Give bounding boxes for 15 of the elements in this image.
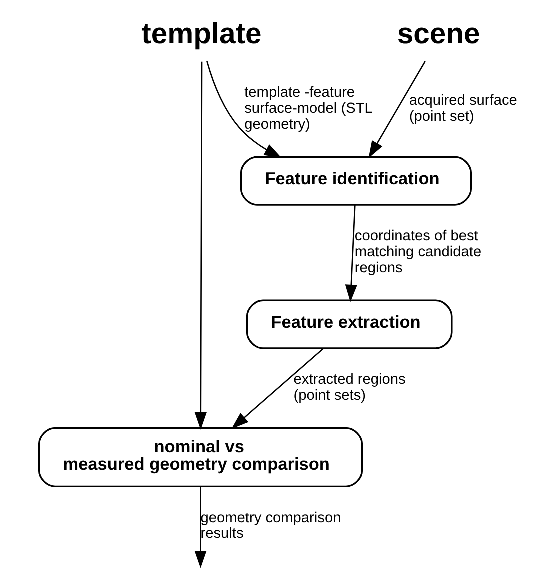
arrow [206, 61, 282, 158]
arrow [344, 204, 357, 302]
node-box: nominal vs measured geometry comparison [38, 427, 363, 488]
edge-label: extracted regions (point sets) [293, 372, 406, 404]
edge-label: acquired surface (point set) [408, 93, 517, 125]
arrow [194, 62, 206, 430]
arrow [231, 348, 324, 430]
node-text: scene [396, 18, 480, 51]
node-text: template [141, 18, 262, 51]
arrow [368, 61, 426, 158]
edge-label: coordinates of best matching candidate regions [354, 228, 482, 276]
arrow [194, 487, 206, 568]
node-box: Feature extraction [246, 300, 452, 350]
edge-label: template -feature surface-model (STL geometry) [244, 85, 372, 133]
node-box: Feature identification [240, 156, 472, 206]
